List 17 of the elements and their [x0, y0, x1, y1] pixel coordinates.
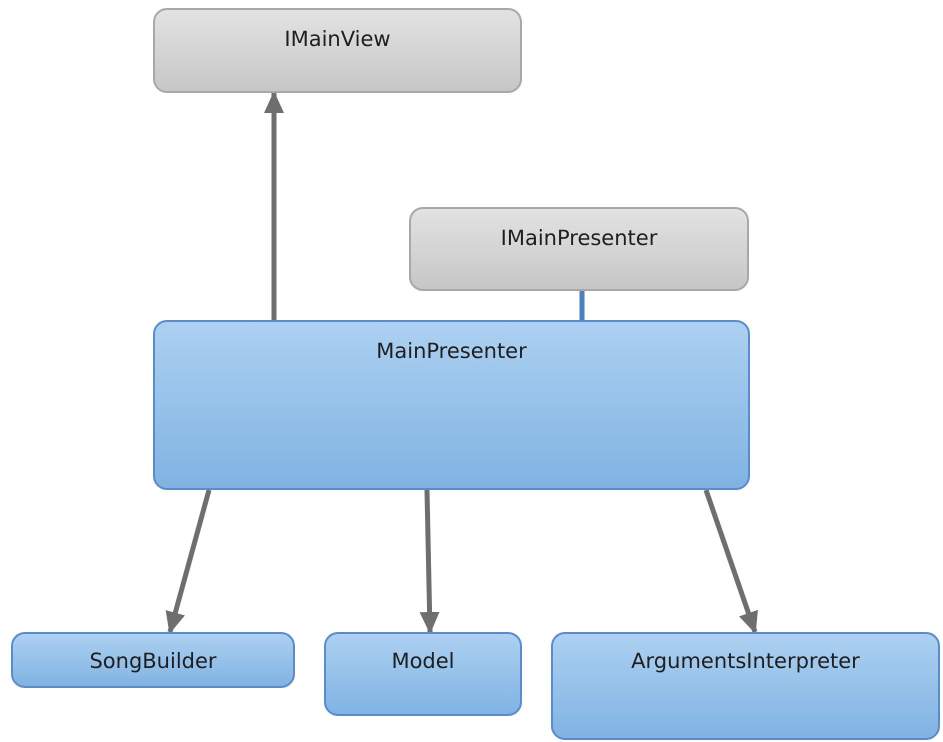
class-box: [551, 632, 940, 740]
box-label: IMainPresenter: [500, 226, 658, 250]
box-label: MainPresenter: [376, 339, 527, 363]
interface-box: [409, 207, 749, 291]
arrow: [420, 490, 440, 634]
connector-line: [580, 291, 584, 320]
class-box: [11, 632, 295, 688]
box-label: Model: [391, 649, 455, 673]
box-label: ArgumentsInterpreter: [631, 649, 860, 673]
arrow: [264, 91, 284, 320]
arrow: [166, 489, 212, 634]
interface-box: [153, 8, 522, 93]
box-label: IMainView: [284, 27, 391, 51]
class-box: [153, 320, 750, 490]
arrow: [704, 489, 758, 634]
box-label: SongBuilder: [89, 649, 217, 673]
class-box: [324, 632, 522, 716]
